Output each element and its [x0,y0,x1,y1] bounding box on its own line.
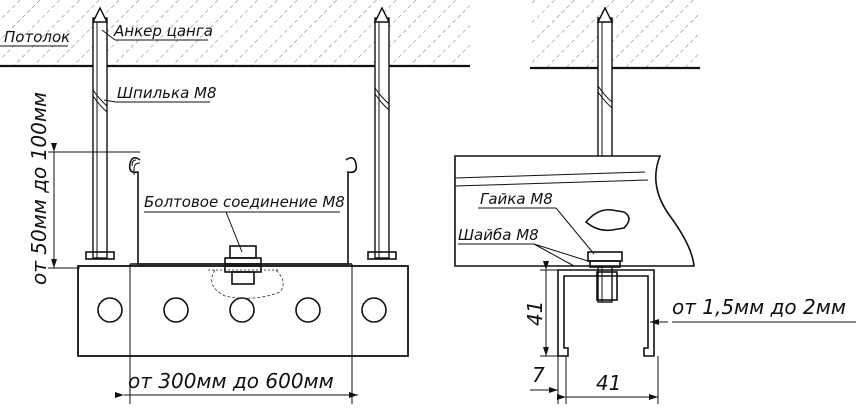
stud-left-1 [91,6,109,259]
height-range-label: от 50мм до 100мм [27,92,51,285]
nut-left-2 [367,251,397,260]
support-beam [77,265,409,357]
height-dimension [48,143,140,269]
profile-width-label: 41 [596,371,621,395]
channel-profile [557,251,655,357]
tray-side [454,155,695,267]
nut-label: Гайка М8 [480,190,553,208]
bolt-label: Болтовое соединение М8 [144,193,345,211]
bolt-connection [208,245,284,299]
stud-label: Шпилька М8 [117,84,217,102]
width-range-label: от 300мм до 600мм [128,369,334,393]
lip-dimension-label: 7 [532,363,545,387]
ceiling-right [530,0,700,70]
ceiling-label: Потолок [4,28,70,46]
anchor-label: Анкер цанга [113,22,213,40]
width-dimension [115,264,358,404]
thickness-range-label: от 1,5мм до 2мм [672,295,846,319]
ceiling-left [0,0,470,68]
washer-label: Шайба М8 [458,226,539,244]
profile-dimensions [530,261,659,404]
nut-left-1 [85,251,115,260]
profile-height-label: 41 [523,301,547,326]
stud-left-2 [373,6,391,259]
